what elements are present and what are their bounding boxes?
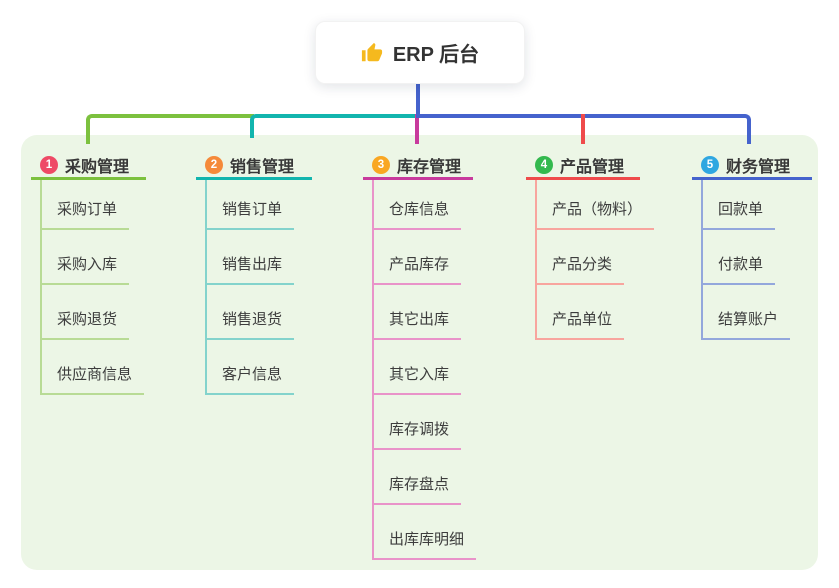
thumbs-up-icon [361,42,382,61]
child-row: 采购入库 [42,230,146,285]
root-label: ERP 后台 [392,44,480,66]
branch: 5 财务管理 回款单付款单结算账户 [692,152,812,340]
branch-index-badge: 1 [40,155,58,174]
branch-node[interactable]: 4 产品管理 [526,152,640,180]
branch: 1 采购管理 采购订单采购入库采购退货供应商信息 [31,152,146,395]
branch-node[interactable]: 1 采购管理 [31,152,146,180]
child-row: 结算账户 [703,285,812,340]
branch-node[interactable]: 2 销售管理 [196,152,312,180]
child-row: 回款单 [703,180,812,230]
branch: 3 库存管理 仓库信息产品库存其它出库其它入库库存调拨库存盘点出库库明细 [363,152,477,560]
child-row: 供应商信息 [42,340,146,395]
child-row: 销售订单 [207,180,312,230]
branch: 2 销售管理 销售订单销售出库销售退货客户信息 [196,152,312,395]
child-row: 其它出库 [374,285,476,340]
child-row: 其它入库 [374,340,476,395]
child-row: 产品单位 [537,285,654,340]
child-node[interactable]: 采购订单 [42,198,130,230]
child-node[interactable]: 出库库明细 [374,528,477,560]
child-row: 仓库信息 [374,180,476,230]
child-row: 产品（物料） [537,180,655,230]
child-row: 产品库存 [374,230,476,285]
child-node[interactable]: 销售订单 [207,198,295,230]
child-node[interactable]: 库存盘点 [374,473,462,505]
branch-label: 产品管理 [560,158,625,176]
branch-node[interactable]: 3 库存管理 [363,152,473,180]
connector-root [416,82,420,118]
branch-label: 销售管理 [230,158,295,176]
child-node[interactable]: 采购入库 [42,253,130,285]
child-row: 采购退货 [42,285,146,340]
connector-branch-4 [581,114,585,144]
child-node[interactable]: 客户信息 [207,363,295,395]
connector-branch-1 [86,114,254,144]
child-node[interactable]: 供应商信息 [42,363,145,395]
connector-branch-2 [250,114,418,138]
branch-index-badge: 2 [205,155,223,174]
child-node[interactable]: 库存调拨 [374,418,462,450]
branch-index-badge: 3 [372,155,390,174]
child-row: 付款单 [703,230,812,285]
child-row: 库存盘点 [374,450,476,505]
child-row: 采购订单 [42,180,146,230]
child-node[interactable]: 回款单 [703,198,776,230]
branch-children: 采购订单采购入库采购退货供应商信息 [40,180,146,395]
child-node[interactable]: 其它出库 [374,308,462,340]
child-row: 销售退货 [207,285,312,340]
branch-children: 销售订单销售出库销售退货客户信息 [205,180,312,395]
child-node[interactable]: 产品库存 [374,253,462,285]
child-node[interactable]: 产品分类 [537,253,625,285]
child-node[interactable]: 付款单 [703,253,776,285]
branch-label: 财务管理 [726,158,791,176]
branch-node[interactable]: 5 财务管理 [692,152,812,180]
branch-children: 回款单付款单结算账户 [701,180,812,340]
child-node[interactable]: 仓库信息 [374,198,462,230]
child-row: 产品分类 [537,230,654,285]
branch-label: 采购管理 [65,158,130,176]
child-node[interactable]: 结算账户 [703,308,791,340]
child-node[interactable]: 产品（物料） [537,198,655,230]
child-row: 客户信息 [207,340,312,395]
branch-children: 仓库信息产品库存其它出库其它入库库存调拨库存盘点出库库明细 [372,180,477,560]
child-node[interactable]: 采购退货 [42,308,130,340]
branch-children: 产品（物料） 产品分类产品单位 [535,180,655,340]
child-node[interactable]: 其它入库 [374,363,462,395]
child-row: 库存调拨 [374,395,476,450]
child-row: 出库库明细 [374,505,477,560]
child-node[interactable]: 销售出库 [207,253,295,285]
branches-panel [21,135,818,570]
branch-index-badge: 5 [701,155,719,174]
child-node[interactable]: 销售退货 [207,308,295,340]
branch-label: 库存管理 [397,158,462,176]
child-node[interactable]: 产品单位 [537,308,625,340]
branch: 4 产品管理 产品（物料） 产品分类产品单位 [526,152,655,340]
child-row: 销售出库 [207,230,312,285]
branch-index-badge: 4 [535,155,553,174]
root-node[interactable]: ERP 后台 [315,21,525,84]
connector-branch-3 [415,114,419,144]
